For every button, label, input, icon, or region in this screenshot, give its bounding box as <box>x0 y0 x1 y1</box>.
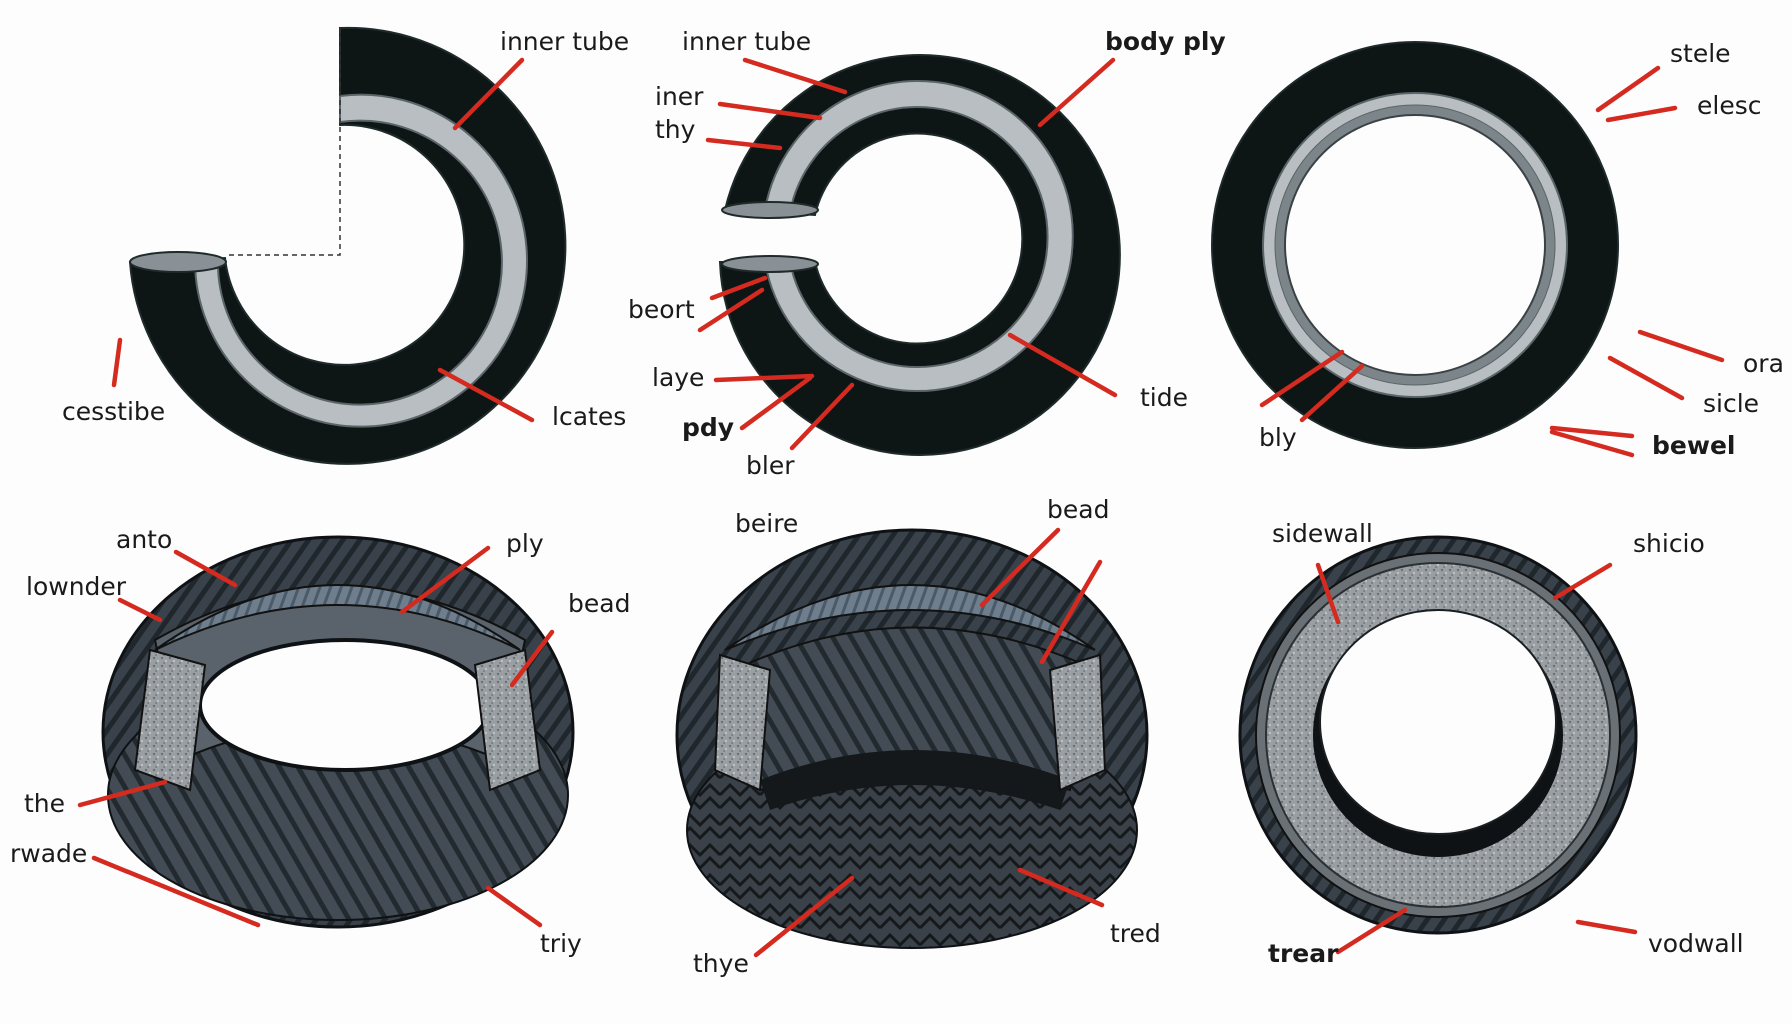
tire-cutaway-ring <box>128 26 567 465</box>
panel-5-diagram <box>675 528 1149 949</box>
leader-line <box>117 597 163 623</box>
label-thy: thy <box>655 115 696 144</box>
label-tred: tred <box>1110 919 1161 948</box>
leader-line <box>1607 355 1685 401</box>
leader-line <box>753 875 855 958</box>
leader-line <box>91 855 261 928</box>
leader-line <box>1549 425 1635 439</box>
label-inner-tube: inner tube <box>500 27 629 56</box>
lower-cut-face <box>721 255 819 273</box>
zigzag-tread-tire-cutaway <box>675 528 1149 949</box>
label-elesc: elesc <box>1697 91 1761 120</box>
label-thye: thye <box>693 949 749 978</box>
right-bead-section <box>473 648 542 792</box>
label-vodwall: vodwall <box>1648 929 1744 958</box>
labels: inner tube cesstibe lcates inner tube bo… <box>10 27 1784 978</box>
leader-line <box>709 275 768 301</box>
leader-line <box>485 885 543 928</box>
leader-line <box>1549 429 1635 458</box>
leader-line <box>713 373 815 383</box>
label-beire: beire <box>735 509 798 538</box>
label-iner: iner <box>655 82 704 111</box>
label-the: the <box>24 789 65 818</box>
leader-line <box>1605 105 1678 123</box>
panel-4-diagram <box>101 535 575 929</box>
leader-line <box>77 779 168 808</box>
label-bewel: bewel <box>1652 431 1735 460</box>
upper-cut-face <box>721 201 819 219</box>
label-inner-tube-2: inner tube <box>682 27 811 56</box>
cut-guide-line <box>225 28 341 256</box>
granular-sidewall-tire <box>1238 535 1638 935</box>
inner-cavity-shadow <box>760 750 1070 810</box>
tire-opening-3 <box>1319 609 1557 835</box>
leader-line <box>437 367 535 423</box>
leader-line <box>1037 57 1116 128</box>
leader-line <box>509 629 555 688</box>
label-ora: ora <box>1743 349 1784 378</box>
leader-line <box>739 375 813 431</box>
leader-line <box>1007 332 1118 398</box>
label-bler: bler <box>746 451 795 480</box>
label-anto: anto <box>116 525 172 554</box>
leader-line <box>1552 562 1613 601</box>
label-sicle: sicle <box>1703 389 1759 418</box>
leader-line <box>399 545 491 615</box>
leader-line <box>111 337 123 388</box>
leader-line <box>1575 919 1638 935</box>
tire-full-ring <box>1211 41 1619 449</box>
leader-line <box>789 382 855 451</box>
ply-layer <box>154 584 521 651</box>
label-bead-2: bead <box>1047 495 1109 524</box>
leader-line <box>1259 349 1345 408</box>
label-body-ply: body ply <box>1105 27 1226 56</box>
leader-lines <box>77 57 1725 958</box>
label-shicio: shicio <box>1633 529 1705 558</box>
tube-cross-section <box>129 251 227 273</box>
leader-line <box>1315 562 1341 625</box>
label-cesstibe: cesstibe <box>62 397 165 426</box>
panel-2-diagram <box>718 53 1121 456</box>
leader-line <box>697 287 765 333</box>
label-ply: ply <box>506 529 544 558</box>
leader-line <box>1637 329 1725 363</box>
label-bly: bly <box>1259 423 1297 452</box>
label-sidewall: sidewall <box>1272 519 1373 548</box>
leader-line <box>1017 867 1105 908</box>
label-tide: tide <box>1140 383 1188 412</box>
ply-layer-2 <box>724 584 1096 651</box>
label-bead: bead <box>568 589 630 618</box>
label-trear: trear <box>1268 939 1339 968</box>
left-bead-section-2 <box>713 653 772 792</box>
leader-line <box>1299 363 1365 423</box>
leader-line <box>705 137 783 151</box>
leader-line <box>1595 65 1661 113</box>
leader-line <box>717 101 823 121</box>
label-pdy: pdy <box>682 413 734 442</box>
tire-opening <box>198 638 492 772</box>
panel-1-diagram <box>128 26 567 465</box>
leader-line <box>1039 559 1103 665</box>
label-laye: laye <box>652 363 704 392</box>
label-rwade: rwade <box>10 839 87 868</box>
panel-6-diagram <box>1238 535 1638 935</box>
label-lownder: lownder <box>26 572 127 601</box>
left-bead-section <box>133 648 207 792</box>
label-lcates: lcates <box>552 402 626 431</box>
leader-line <box>1335 907 1408 955</box>
leader-line <box>173 549 238 588</box>
leader-line <box>979 527 1061 608</box>
right-bead-section-2 <box>1048 653 1107 792</box>
leader-line <box>452 57 525 131</box>
tire-split-ring <box>718 53 1121 456</box>
label-beort: beort <box>628 295 695 324</box>
label-stele: stele <box>1670 39 1731 68</box>
leader-line <box>742 57 848 95</box>
label-triy: triy <box>540 929 582 958</box>
panel-3-diagram <box>1211 41 1619 449</box>
treaded-tire-cutaway <box>101 535 575 929</box>
